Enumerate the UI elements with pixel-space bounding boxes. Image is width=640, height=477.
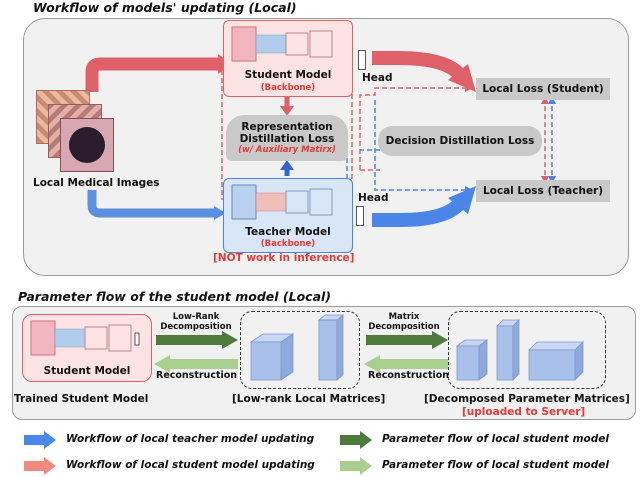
local-loss-teacher-label: Local Loss (Teacher)	[482, 185, 604, 197]
decomposed-label: [Decomposed Parameter Matrices]	[424, 393, 630, 405]
parameter-flow-title: Parameter flow of the student model (Loc…	[18, 289, 332, 304]
student-model-box: Student Model (Backbone)	[223, 20, 353, 97]
student-model-label: Student Model	[244, 69, 332, 81]
trained-student-label: Trained Student Model	[14, 393, 149, 405]
low-rank-matrices-icon	[249, 314, 345, 381]
low-rank-label: [Low-rank Local Matrices]	[232, 393, 386, 405]
decision-loss-box: Decision Distillation Loss	[378, 126, 542, 156]
reconstruction-1-label: Reconstruction	[156, 370, 238, 381]
decomposed-matrices-box	[448, 311, 606, 389]
low-rank-decomp-label: Low-Rank Decomposition	[158, 312, 234, 332]
rep-loss-line1: Representation	[241, 121, 333, 133]
teacher-model-box: Teacher Model (Backbone)	[223, 178, 353, 253]
head-top-label: Head	[362, 72, 393, 84]
teacher-flow-arrow	[87, 190, 216, 218]
legend-student-workflow: Workflow of local student model updating	[66, 459, 315, 471]
rep-loss-sub: (w/ Auxiliary Matirx)	[238, 145, 336, 155]
student-model-sub: (Backbone)	[260, 83, 316, 93]
teacher-model-sub: (Backbone)	[260, 239, 316, 249]
student-head-arrowhead	[448, 64, 476, 92]
teacher-model-label: Teacher Model	[245, 226, 331, 238]
local-loss-teacher-box: Local Loss (Teacher)	[476, 180, 610, 202]
decision-loss-label: Decision Distillation Loss	[385, 135, 535, 147]
student-backbone-icon	[231, 26, 333, 62]
local-loss-student-label: Local Loss (Student)	[482, 83, 604, 95]
student-flow-arrow	[85, 57, 220, 92]
teacher-backbone-icon	[231, 184, 333, 220]
images-label: Local Medical Images	[33, 177, 160, 189]
teacher-head-icon	[356, 206, 364, 226]
low-rank-decomp-line2: Decomposition	[160, 322, 232, 332]
matrix-decomp-label: Matrix Decomposition	[366, 312, 442, 332]
rep-loss-line2: Distillation Loss	[239, 133, 335, 145]
legend-teacher-workflow: Workflow of local teacher model updating	[66, 433, 315, 445]
workflow-title: Workflow of models' updating (Local)	[33, 0, 297, 15]
bottom-student-model-box: Student Model	[22, 314, 152, 382]
not-work-label: [NOT work in inference]	[213, 252, 355, 264]
bottom-student-model-label: Student Model	[43, 365, 131, 377]
legend-param-flow-light: Parameter flow of local student model	[382, 459, 609, 471]
student-head-icon	[358, 50, 366, 70]
matrix-decomp-line2: Decomposition	[368, 322, 440, 332]
teacher-head-arrowhead	[448, 186, 476, 214]
representation-loss-box: Representation Distillation Loss (w/ Aux…	[226, 115, 348, 161]
medical-images	[36, 90, 136, 180]
bottom-student-backbone-icon	[30, 320, 140, 356]
decomposed-matrices-icon	[455, 319, 584, 381]
student-dashed-lines	[221, 70, 546, 200]
low-rank-decomp-line1: Low-Rank	[172, 312, 220, 322]
local-loss-student-box: Local Loss (Student)	[476, 78, 610, 100]
head-bottom-label: Head	[358, 192, 389, 204]
legend-param-flow-dark: Parameter flow of local student model	[382, 433, 609, 445]
teacher-flow-arrowhead	[214, 206, 226, 220]
reconstruction-2-label: Reconstruction	[368, 370, 450, 381]
low-rank-matrices-box	[240, 311, 360, 389]
matrix-decomp-line1: Matrix	[388, 312, 420, 322]
medical-image-3	[60, 118, 114, 172]
uploaded-label: [uploaded to Server]	[462, 406, 586, 418]
